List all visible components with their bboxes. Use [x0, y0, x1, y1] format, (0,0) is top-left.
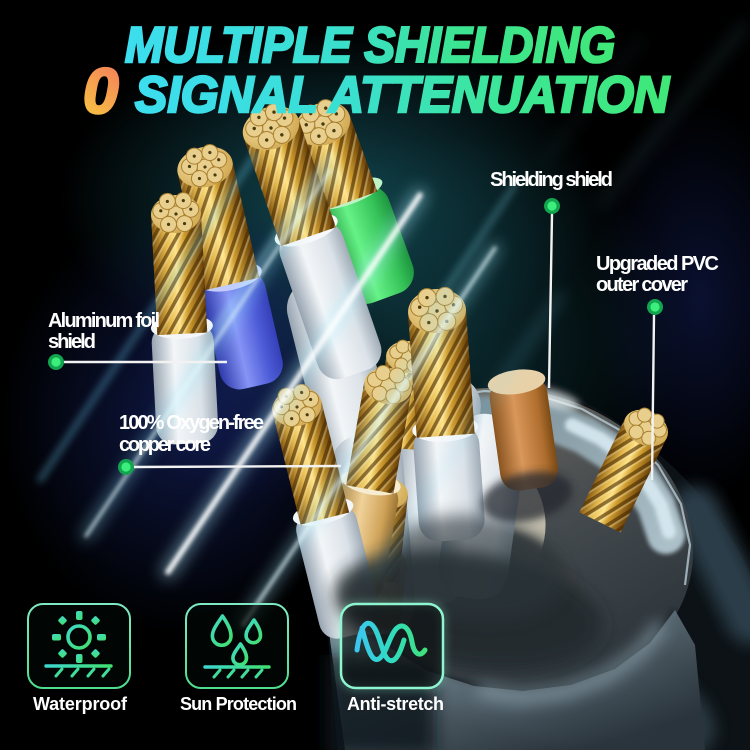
svg-text:Upgraded PVC: Upgraded PVC [596, 253, 719, 275]
svg-text:Sun Protection: Sun Protection [180, 694, 297, 714]
svg-text:Anti-stretch: Anti-stretch [347, 694, 444, 714]
svg-text:Aluminum foil: Aluminum foil [48, 310, 160, 332]
svg-text:0: 0 [83, 55, 119, 127]
svg-text:SIGNAL ATTENUATION: SIGNAL ATTENUATION [135, 66, 670, 123]
svg-text:MULTIPLE SHIELDING: MULTIPLE SHIELDING [125, 17, 615, 73]
svg-text:outer cover: outer cover [596, 274, 688, 296]
svg-text:100% Oxygen-free: 100% Oxygen-free [119, 412, 264, 434]
svg-text:copper core: copper core [119, 434, 211, 456]
svg-text:shield: shield [48, 331, 96, 353]
svg-text:Shielding shield: Shielding shield [490, 169, 613, 191]
svg-text:Waterproof: Waterproof [33, 694, 128, 714]
